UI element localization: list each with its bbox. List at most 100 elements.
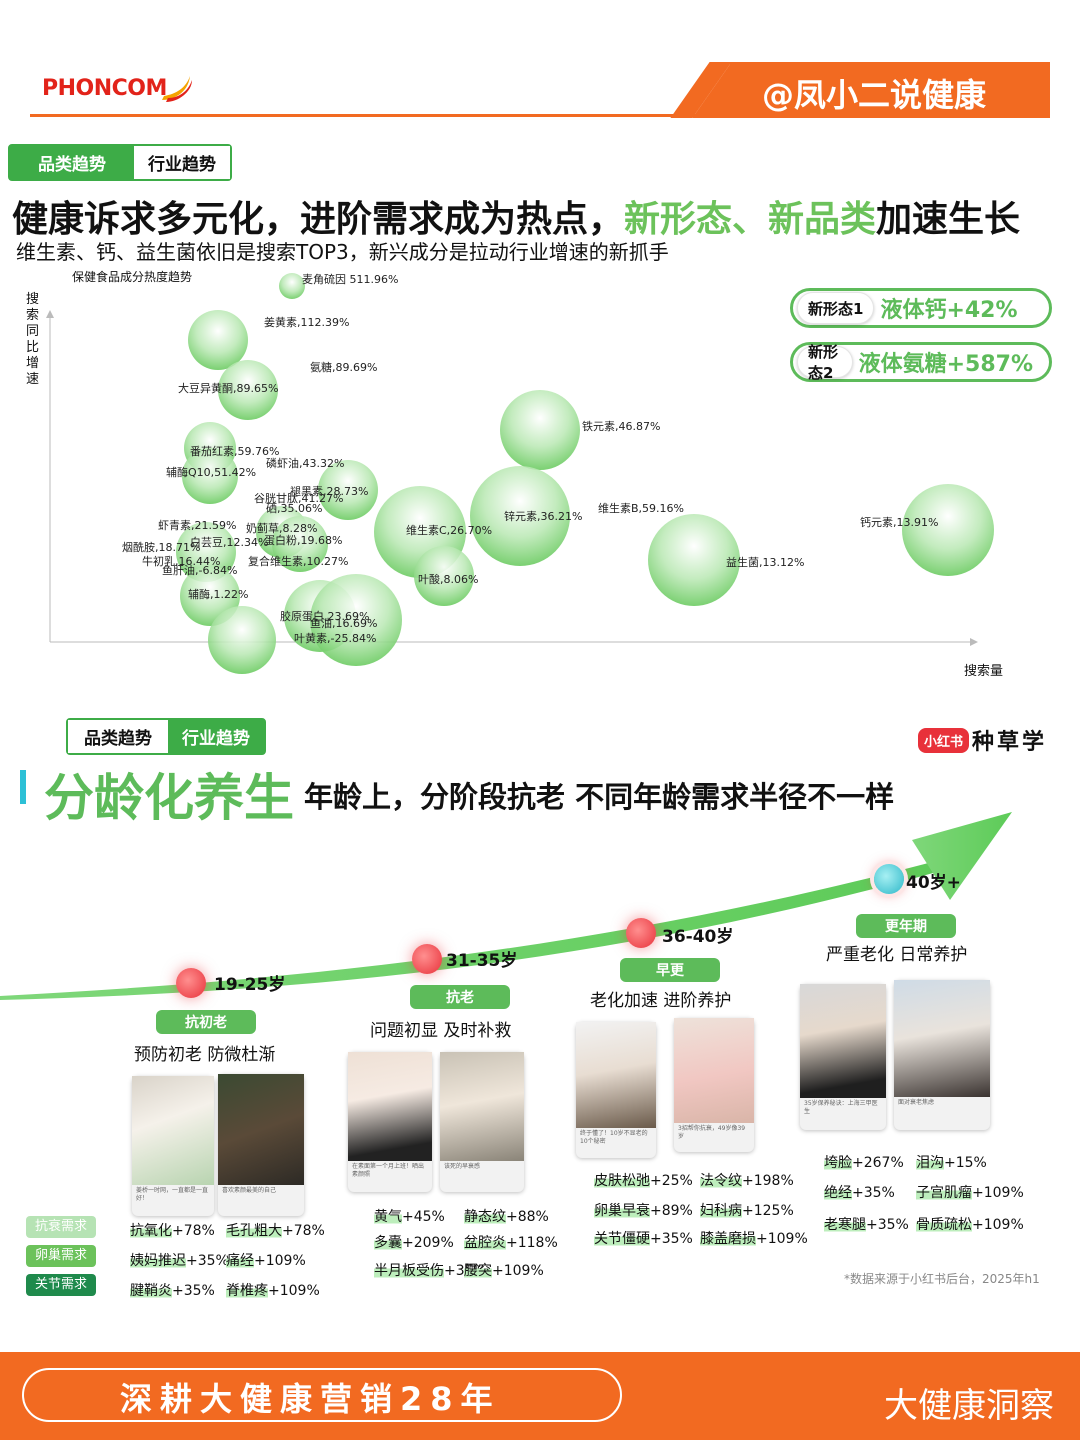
bubble-label-2: 姜黄素,112.39% — [264, 315, 349, 329]
photo-caption-3b: 3招帮你抗衰，49岁像39岁 — [678, 1124, 746, 1140]
stat-2-1-1: 黄气+45% — [374, 1206, 445, 1226]
stat-1-2-2: 痛经+109% — [226, 1250, 306, 1270]
new-form-tag-1: 新形态1 — [797, 292, 875, 324]
stat-name: 抗氧化 — [130, 1223, 172, 1239]
stat-name: 泪沟 — [916, 1155, 944, 1171]
stat-name: 垮脸 — [824, 1155, 852, 1171]
footer-slogan-frame — [22, 1368, 622, 1422]
new-form-tag-2: 新形态2 — [797, 343, 853, 382]
bubble-label-1: 麦角硫因 511.96% — [302, 272, 398, 286]
header-divider — [30, 114, 710, 117]
bubble-label-17: 维生素C,26.70% — [406, 523, 492, 537]
growth-arrow — [0, 812, 1012, 1000]
need-tag-ovary: 卵巢需求 — [26, 1245, 96, 1267]
stage-badge-2: 抗老 — [410, 985, 510, 1009]
bubble-label-13: 维生素B,59.16% — [598, 501, 684, 515]
stage-badge-4: 更年期 — [856, 914, 956, 938]
stat-name: 静态纹 — [464, 1209, 506, 1225]
tab-industry-trend-2[interactable]: 行业趋势 — [168, 720, 264, 753]
bubble-label-25: 叶酸,8.06% — [418, 572, 478, 586]
new-form-pill-1: 新形态1 液体钙+42% — [790, 288, 1052, 328]
photo-card-4a[interactable]: 35岁保养秘诀：上海三甲医生 — [800, 984, 886, 1130]
stat-4-3-2: 骨质疏松+109% — [916, 1214, 1024, 1234]
stat-3-3-2: 膝盖磨损+109% — [700, 1228, 808, 1248]
photo-card-1a[interactable]: 姜桥一时网，一直都是一直好！ — [132, 1076, 214, 1216]
stat-3-2-2: 妇科病+125% — [700, 1200, 794, 1220]
photo-card-3a[interactable]: 终于懂了！10岁不显老的10个秘密 — [576, 1022, 656, 1158]
stat-value: +35% — [852, 1185, 895, 1201]
stat-name: 多囊 — [374, 1235, 402, 1251]
bubble-label-12: 锌元素,36.21% — [504, 509, 582, 523]
bubble-label-6: 番茄红素,59.76% — [190, 444, 279, 458]
stat-4-1-2: 泪沟+15% — [916, 1152, 987, 1172]
headline-part1: 健康诉求多元化，进阶需求成为热点， — [12, 199, 625, 240]
bubble-label-8: 辅酶Q10,51.42% — [166, 465, 256, 479]
stat-name: 半月板受伤 — [374, 1263, 444, 1279]
tab-category-trend[interactable]: 品类趋势 — [10, 146, 134, 179]
stat-value: +118% — [506, 1235, 558, 1251]
stat-name: 痛经 — [226, 1253, 254, 1269]
bubble-20 — [176, 522, 236, 582]
photo-card-2b[interactable]: 该死的早衰感 — [440, 1052, 524, 1192]
stat-1-3-2: 脊椎疼+109% — [226, 1280, 320, 1300]
bubble-1 — [279, 273, 305, 299]
stat-1-2-1: 姨妈推迟+35% — [130, 1250, 229, 1270]
bubble-label-10: 谷胱甘肽,41.27% — [254, 491, 343, 505]
stat-2-2-2: 盆腔炎+118% — [464, 1232, 558, 1252]
photo-card-2a[interactable]: 在素面第一个月上班！晒出素颜照 — [348, 1052, 432, 1192]
stage-desc-4: 严重老化 日常养护 — [826, 945, 968, 965]
stat-name: 关节僵硬 — [594, 1231, 650, 1247]
stat-4-3-1: 老寒腿+35% — [824, 1214, 909, 1234]
new-form-value-1: 液体钙+42% — [880, 298, 1018, 323]
stat-value: +25% — [650, 1173, 693, 1189]
photo-card-1b[interactable]: 喜欢素颜最美的自己 — [218, 1074, 304, 1216]
source-note: *数据来源于小红书后台，2025年h1 — [844, 1272, 1040, 1286]
stat-value: +109% — [254, 1253, 306, 1269]
tab-category-trend-2[interactable]: 品类趋势 — [68, 720, 168, 753]
stat-value: +109% — [972, 1185, 1024, 1201]
stat-value: +109% — [268, 1283, 320, 1299]
bubble-label-24: 鱼肝油,-6.84% — [162, 563, 237, 577]
stat-value: +125% — [742, 1203, 794, 1219]
stat-name: 毛孔粗大 — [226, 1223, 282, 1239]
stat-name: 盆腔炎 — [464, 1235, 506, 1251]
brand-logo: PHONCOM — [42, 76, 167, 101]
x-axis-arrow-icon — [970, 638, 978, 646]
bubble-group — [176, 273, 994, 674]
bubble-12 — [470, 466, 570, 566]
tab-industry-trend[interactable]: 行业趋势 — [134, 146, 230, 179]
stat-3-1-2: 法令纹+198% — [700, 1170, 794, 1190]
need-tag-anti-aging: 抗衰需求 — [26, 1216, 96, 1238]
stat-value: +35% — [866, 1217, 909, 1233]
stat-name: 膝盖磨损 — [700, 1231, 756, 1247]
photo-card-3b[interactable]: 3招帮你抗衰，49岁像39岁 — [674, 1018, 754, 1152]
bubble-label-14: 钙元素,13.91% — [860, 515, 938, 529]
stat-name: 卵巢早衰 — [594, 1203, 650, 1219]
bubble-label-15: 虾青素,21.59% — [158, 519, 236, 532]
bubble-25 — [414, 546, 474, 606]
logo-swoosh-icon — [162, 76, 192, 102]
xiaohongshu-logo: 小红书 — [918, 728, 970, 753]
bubble-label-19: 烟酰胺,18.71% — [122, 540, 200, 554]
stat-name: 绝经 — [824, 1185, 852, 1201]
y-axis-arrow-icon — [46, 310, 54, 318]
bubble-2 — [188, 310, 248, 370]
photo-caption-2b: 该死的早衰感 — [444, 1163, 481, 1171]
photo-card-4b[interactable]: 面对衰老焦虑 — [894, 980, 990, 1130]
bubble-label-28: 鱼油,16.69% — [310, 616, 377, 630]
stage-dot-1 — [176, 968, 206, 998]
stat-value: +88% — [506, 1209, 549, 1225]
stat-value: +15% — [944, 1155, 987, 1171]
stat-value: +109% — [756, 1231, 808, 1247]
photo-caption-2a: 在素面第一个月上班！晒出素颜照 — [352, 1163, 425, 1179]
new-form-pill-2: 新形态2 液体氨糖+587% — [790, 342, 1052, 382]
photo-caption-4b: 面对衰老焦虑 — [898, 1099, 935, 1106]
stage-desc-2: 问题初显 及时补救 — [370, 1021, 512, 1041]
bubble-23 — [648, 514, 740, 606]
stat-name: 老寒腿 — [824, 1217, 866, 1233]
brand-text: 种草学 — [972, 730, 1048, 755]
stat-name: 妇科病 — [700, 1203, 742, 1219]
stat-name: 法令纹 — [700, 1173, 742, 1189]
stat-2-3-2: 腰突+109% — [464, 1260, 544, 1280]
stage-badge-1: 抗初老 — [156, 1010, 256, 1034]
